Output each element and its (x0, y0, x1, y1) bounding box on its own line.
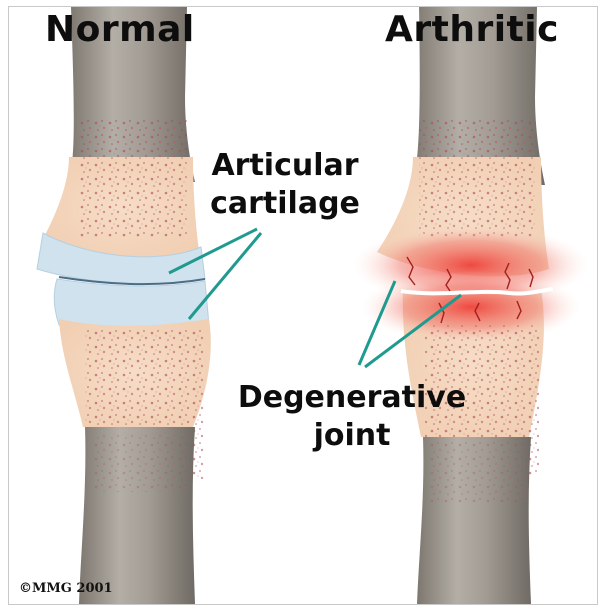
joint-illustration (9, 7, 597, 604)
heading-normal: Normal (45, 9, 195, 50)
arthritic-joint (353, 7, 589, 604)
label-degenerative-line2: joint (217, 417, 487, 455)
copyright-notice: ©MMG 2001 (19, 581, 113, 596)
normal-upper-marrow (77, 117, 187, 237)
arthritic-upper-marrow (419, 117, 535, 237)
illustration-frame: Normal Arthritic Articular cartilage Deg… (8, 6, 598, 605)
normal-lower-cartilage (54, 279, 209, 328)
heading-arthritic: Arthritic (385, 9, 559, 50)
label-degenerative-joint: Degenerative joint (217, 379, 487, 455)
normal-joint (37, 7, 211, 604)
label-articular-line1: Articular (185, 147, 385, 185)
label-degenerative-line1: Degenerative (217, 379, 487, 417)
label-articular-cartilage: Articular cartilage (185, 147, 385, 223)
label-articular-line2: cartilage (185, 185, 385, 223)
